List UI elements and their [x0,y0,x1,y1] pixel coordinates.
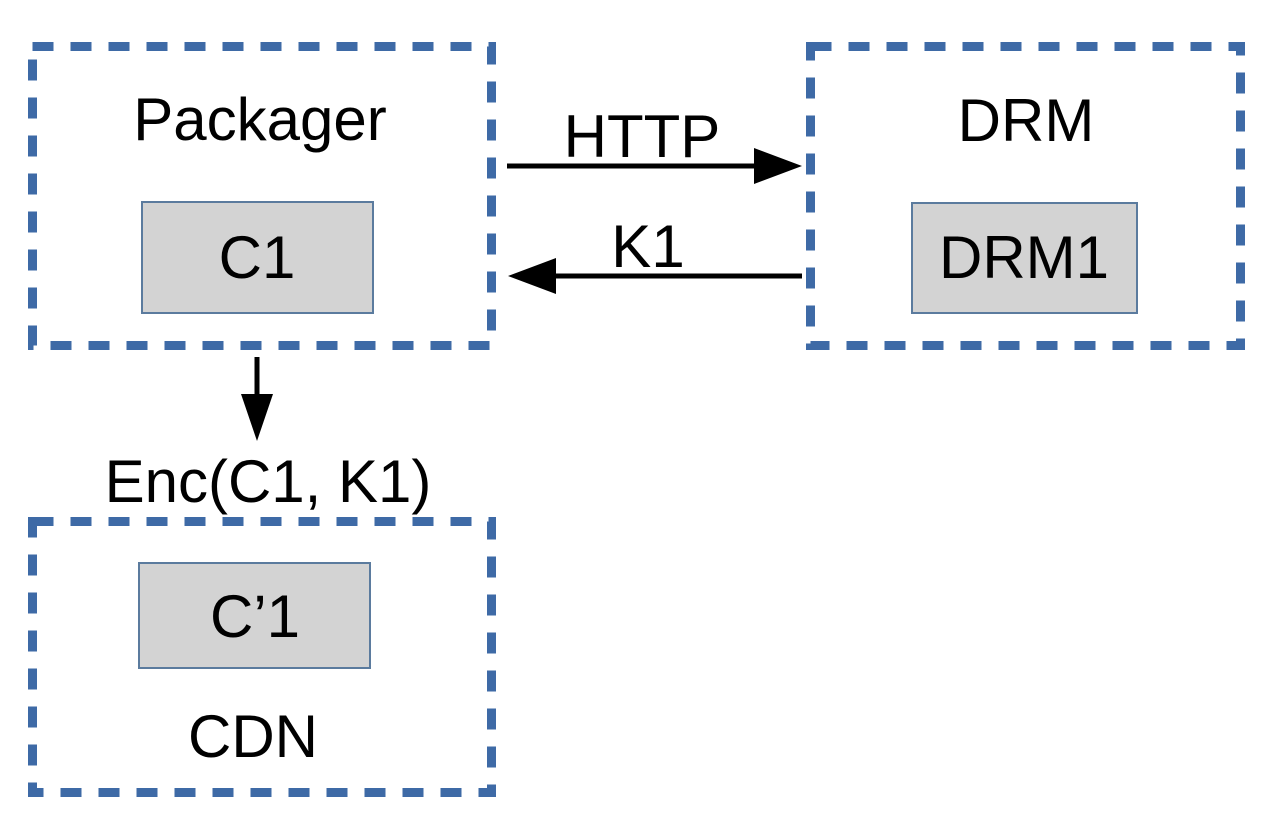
k1-edge-label: K1 [611,213,684,280]
c1-chip-label: C1 [219,224,296,291]
packager-label: Packager [133,86,386,153]
drm1-chip-label: DRM1 [939,224,1109,291]
drm-label: DRM [958,87,1095,154]
cdn-box [28,517,496,797]
cdn-label: CDN [188,703,318,770]
c1-prime-chip [138,562,371,669]
http-edge-label: HTTP [564,103,721,170]
http-arrowhead-right-icon [754,148,802,184]
enc-arrowhead-down-icon [241,394,273,441]
drm-box [806,42,1245,350]
c1-chip [141,201,374,314]
c1-prime-chip-label: C’1 [210,583,300,650]
enc-edge-label: Enc(C1, K1) [105,448,432,515]
packager-box [28,42,496,350]
drm1-chip [911,202,1138,314]
k1-arrowhead-left-icon [508,258,556,294]
